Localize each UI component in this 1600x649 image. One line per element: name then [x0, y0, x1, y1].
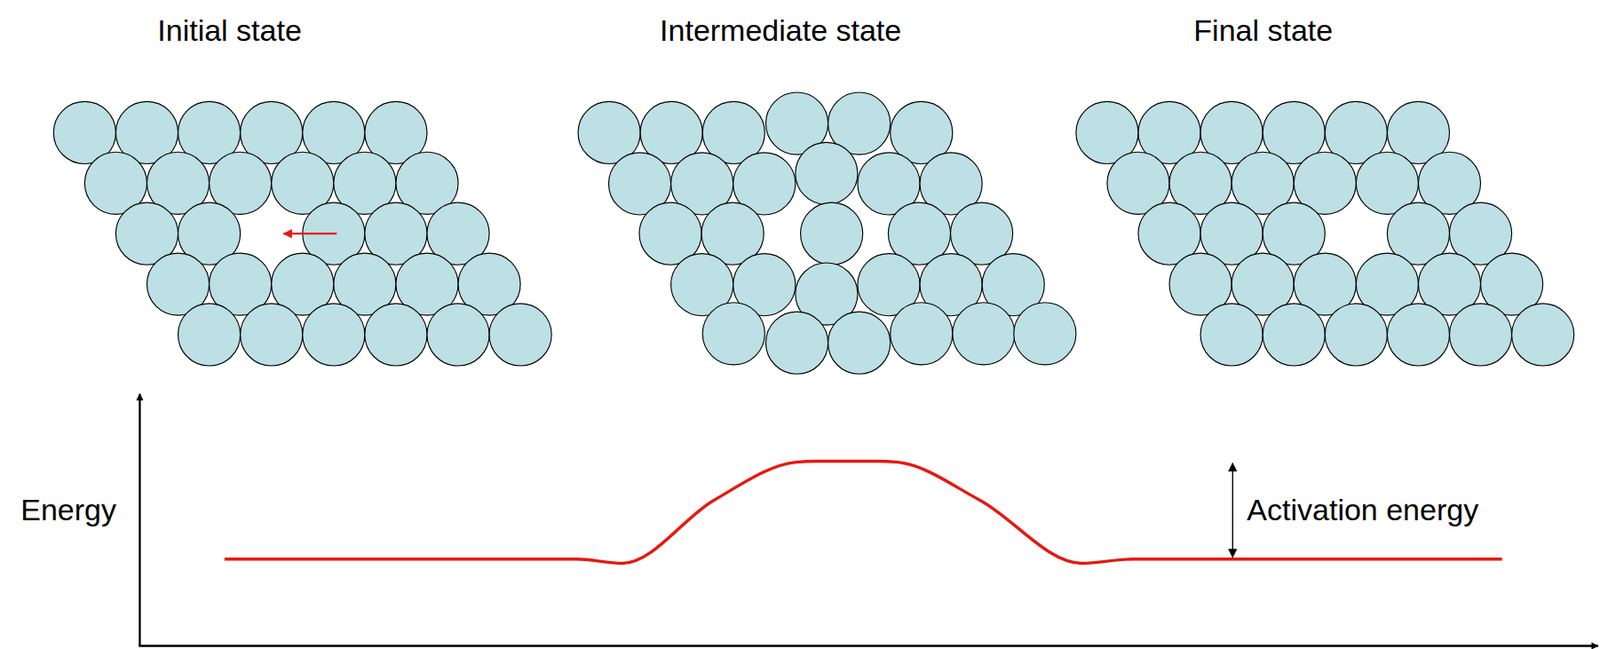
atom — [1013, 302, 1077, 365]
state-title: Intermediate state — [659, 14, 902, 48]
atom — [1386, 303, 1450, 366]
atom — [1449, 303, 1512, 366]
atom — [795, 142, 858, 205]
atom — [1324, 303, 1387, 366]
atom — [1200, 303, 1263, 366]
path-axis — [138, 644, 1598, 647]
atom-lattices — [53, 92, 1574, 374]
atom — [178, 303, 241, 366]
activation-arrow — [1232, 463, 1234, 558]
atom — [952, 302, 1015, 365]
atom — [800, 202, 864, 265]
atom — [890, 302, 953, 365]
axis-label: Energy — [20, 493, 117, 527]
atom — [240, 303, 303, 366]
atom — [364, 303, 428, 366]
atom — [766, 311, 829, 374]
dimension-label: Activation energy — [1246, 493, 1479, 527]
state-title: Initial state — [157, 14, 302, 48]
atom — [828, 311, 891, 374]
atom — [702, 302, 765, 365]
atom — [1262, 303, 1325, 366]
atom — [489, 303, 552, 366]
energy-axis — [138, 394, 141, 647]
atom — [1512, 303, 1575, 366]
atom — [302, 303, 365, 366]
state-title: Final state — [1193, 14, 1333, 48]
atom — [427, 303, 490, 366]
jump-arrow — [283, 232, 337, 235]
energy-curve — [224, 460, 1503, 563]
